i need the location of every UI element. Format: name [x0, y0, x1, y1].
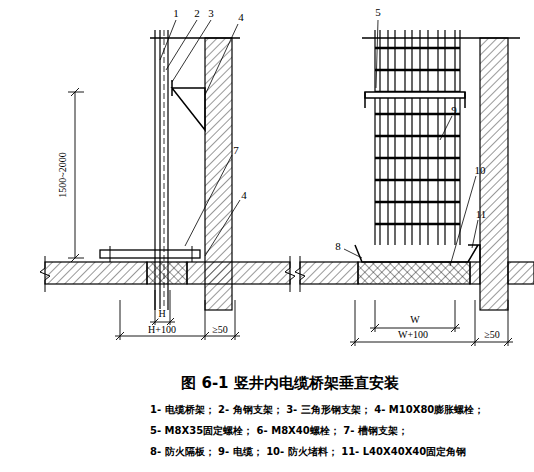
- callout-number: 11: [476, 209, 487, 220]
- dimension-text: ≥50: [212, 325, 228, 335]
- figure-caption: 图 6-1 竖井内电缆桥架垂直安装: [181, 376, 399, 391]
- callout-number: 8: [335, 241, 341, 252]
- dimension-text: H+100: [148, 325, 176, 335]
- callout-number: 5: [375, 7, 381, 18]
- dimension-text: H: [158, 309, 165, 319]
- callout-number: 10: [475, 165, 486, 176]
- legend-note: 1- 电缆桥架； 2- 角钢支架； 3- 三角形钢支架； 4- M10X80膨胀…: [150, 405, 484, 415]
- callout-number: 7: [233, 145, 239, 156]
- legend-note: 8- 防火隔板； 9- 电缆； 10- 防火堵料； 11- L40X40X40固…: [150, 447, 466, 457]
- side-view: [40, 20, 295, 340]
- callout-number: 2: [194, 8, 200, 19]
- dimension-text: 1500~2000: [58, 152, 68, 197]
- dimension-text: ≥50: [484, 330, 500, 340]
- dimension-text: W: [410, 315, 419, 325]
- callout-number: 4: [238, 12, 244, 23]
- callout-number: 1: [173, 8, 179, 19]
- callout-number: 3: [208, 8, 214, 19]
- callout-number: 9: [451, 105, 457, 116]
- front-view: [295, 20, 534, 346]
- legend-note: 5- M8X35固定螺栓； 6- M8X40螺栓； 7- 槽钢支架；: [150, 426, 408, 436]
- callout-number: 4: [241, 190, 247, 201]
- dimension-text: W+100: [398, 330, 428, 340]
